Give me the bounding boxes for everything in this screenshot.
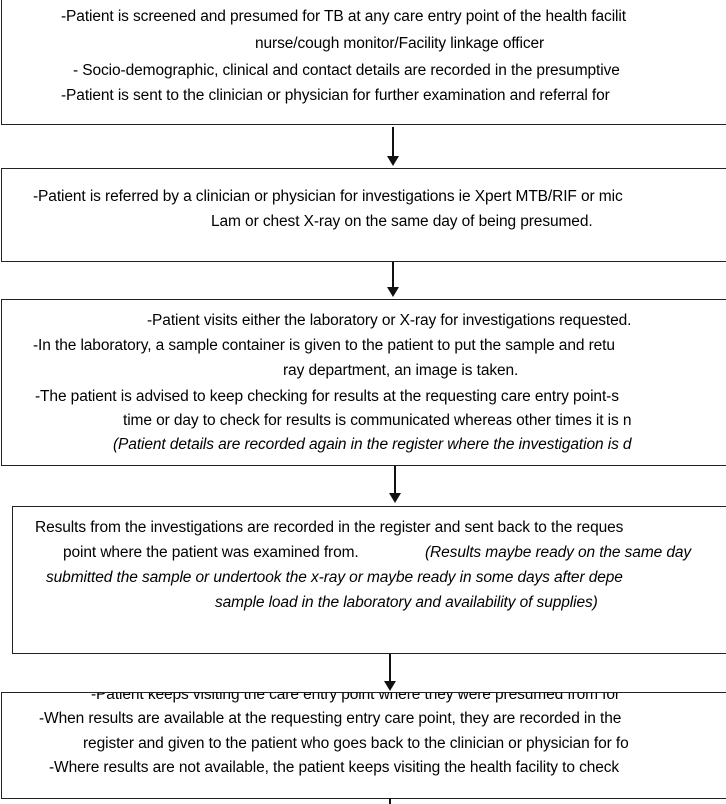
step-4-line-2b: (Results maybe ready on the same day <box>425 544 692 561</box>
step-4-line-4: sample load in the laboratory and availa… <box>215 594 598 611</box>
flow-arrow-4 <box>384 654 396 692</box>
step-5-line-2: -When results are available at the reque… <box>39 710 622 727</box>
step-1-line-1: -Patient is screened and presumed for TB… <box>61 8 626 25</box>
step-3-line-4: -The patient is advised to keep checking… <box>35 388 619 405</box>
step-1-line-3: - Socio-demographic, clinical and contac… <box>73 62 620 79</box>
step-5-line-3: register and given to the patient who go… <box>83 735 629 752</box>
step-5-line-4: -Where results are not available, the pa… <box>49 759 620 776</box>
flow-arrow-5 <box>384 798 396 804</box>
step-2-line-2: Lam or chest X-ray on the same day of be… <box>211 213 593 230</box>
step-3-line-2: -In the laboratory, a sample container i… <box>33 337 615 354</box>
step-4-line-3: submitted the sample or undertook the x-… <box>46 569 623 586</box>
flow-arrow-2 <box>387 262 399 298</box>
flow-arrow-3 <box>389 466 401 504</box>
flow-step-4-box: Results from the investigations are reco… <box>12 506 726 654</box>
step-1-line-4: -Patient is sent to the clinician or phy… <box>61 87 610 104</box>
flow-step-5-box: -Patient keeps visiting the care entry p… <box>1 692 726 799</box>
step-4-line-1: Results from the investigations are reco… <box>35 519 624 536</box>
flow-arrow-1 <box>387 127 399 167</box>
step-1-line-2: nurse/cough monitor/Facility linkage off… <box>255 35 545 52</box>
step-3-line-5: time or day to check for results is comm… <box>123 412 632 429</box>
step-3-line-6: (Patient details are recorded again in t… <box>113 436 632 453</box>
step-5-line-1: -Patient keeps visiting the care entry p… <box>91 692 620 703</box>
flow-step-1-box: -Patient is screened and presumed for TB… <box>1 0 726 125</box>
step-4-line-2a: point where the patient was examined fro… <box>63 544 359 561</box>
step-3-line-1: -Patient visits either the laboratory or… <box>147 312 632 329</box>
step-2-line-1: -Patient is referred by a clinician or p… <box>33 188 623 205</box>
flow-step-3-box: -Patient visits either the laboratory or… <box>1 299 726 466</box>
flow-step-2-box: -Patient is referred by a clinician or p… <box>1 168 726 262</box>
step-3-line-3: ray department, an image is taken. <box>283 362 519 379</box>
